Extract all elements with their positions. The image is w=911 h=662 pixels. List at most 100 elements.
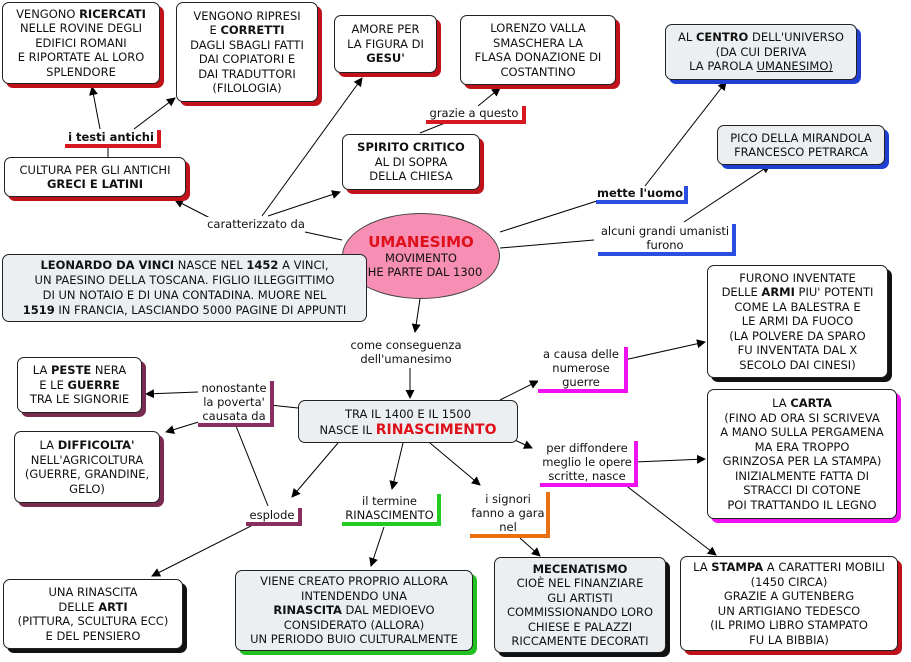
cultura-keyword: GRECI E LATINI <box>46 177 144 191</box>
leonardo-line2: UN PAESINO DELLA TOSCANA. FIGLIO ILLEGGI… <box>34 273 335 287</box>
edge-termine-creato <box>369 526 385 567</box>
creato-node[interactable]: VIENE CREATO PROPRIO ALLORA INTENDENDO U… <box>235 570 473 651</box>
armi-node[interactable]: FURONO INVENTATE DELLE ARMI PIU' POTENTI… <box>707 265 888 378</box>
edge-to-spirito <box>267 190 341 217</box>
stampa-line3: GRAZIE A GUTENBERG <box>723 589 855 603</box>
umanesimo-line2: CHE PARTE DAL 1300 <box>359 265 483 279</box>
label-causa-line3: guerre <box>562 375 600 389</box>
label-caratterizzato[interactable]: caratterizzato da <box>206 217 306 231</box>
label-causa-guerre[interactable]: a causa delle numerose guerre <box>538 347 628 393</box>
label-diffondere-line3: scritte, nasce <box>548 469 626 483</box>
creato-text: DAL MEDIOEVO <box>341 603 435 618</box>
ricercati-text: VENGONO <box>16 6 80 21</box>
difficolta-node[interactable]: LA DIFFICOLTA' NELL'AGRICOLTURA (GUERRE,… <box>14 431 160 503</box>
carta-line6: INIZIALMENTE FATTA DI <box>735 468 869 483</box>
edge-rin-causa <box>499 380 539 401</box>
stampa-node[interactable]: LA STAMPA A CARATTERI MOBILI (1450 CIRCA… <box>680 556 898 651</box>
corretti-line5: DAI TRADUTTORI <box>198 66 296 81</box>
label-signori[interactable]: i signori fanno a gara nel <box>470 492 550 538</box>
gesu-line2: LA FIGURA DI <box>347 36 424 51</box>
armi-line1: FURONO INVENTATE <box>739 270 856 285</box>
centro-text-3: LA PAROLA <box>689 59 757 74</box>
edge-nonostante-esplode <box>235 425 269 507</box>
carta-line7: STRACCI DI COTONE <box>743 483 861 497</box>
label-diffondere[interactable]: per diffondere meglio le opere scritte, … <box>540 441 638 487</box>
difficolta-line2: NELL'AGRICOLTURA <box>30 452 144 467</box>
spirito-node[interactable]: SPIRITO CRITICO AL DI SOPRA DELLA CHIESA <box>342 134 480 190</box>
label-esplode-text: esplode <box>249 508 295 522</box>
edge-center-grandi <box>499 239 595 249</box>
peste-line3: TRA LE SIGNORIE <box>29 392 130 407</box>
gesu-node[interactable]: AMORE PER LA FIGURA DI GESU' <box>334 15 437 73</box>
creato-line4: CONSIDERATO (ALLORA) <box>283 617 425 632</box>
label-conseguenza[interactable]: come conseguenza dell'umanesimo <box>348 338 464 366</box>
rinascimento-node[interactable]: TRA IL 1400 E IL 1500 NASCE IL RINASCIME… <box>298 400 518 443</box>
armi-text-1: DELLE <box>721 285 762 300</box>
armi-keyword: ARMI <box>761 285 795 300</box>
valla-node[interactable]: LORENZO VALLA SMASCHERA LA FLASA DONAZIO… <box>460 15 616 85</box>
label-testi-text: i testi antichi <box>68 130 154 144</box>
rinascimento-line1: TRA IL 1400 E IL 1500 <box>344 406 472 421</box>
carta-text: LA <box>772 396 791 410</box>
leonardo-text-2: A VINCI, <box>278 258 329 272</box>
stampa-text-1: LA <box>693 560 712 574</box>
spirito-keyword: SPIRITO CRITICO <box>357 140 465 155</box>
carta-node[interactable]: LA CARTA (FINO AD ORA SI SCRIVEVA A MANO… <box>707 389 897 519</box>
cultura-node[interactable]: CULTURA PER GLI ANTICHI GRECI E LATINI <box>4 157 186 197</box>
edge-rin-esplode <box>291 442 339 498</box>
label-nonostante-line1: nonostante <box>201 381 267 395</box>
label-causa-line2: numerose <box>552 361 610 375</box>
corretti-keyword: CORRETTI <box>220 23 285 37</box>
corretti-node[interactable]: VENGONO RIPRESI E CORRETTI DAGLI SBAGLI … <box>176 2 318 102</box>
label-esplode[interactable]: esplode <box>246 508 302 526</box>
gesu-line1: AMORE PER <box>351 22 420 37</box>
label-nonostante[interactable]: nonostante la poverta' causata da <box>198 381 274 427</box>
edge-to-ricercati <box>89 86 101 130</box>
carta-keyword: CARTA <box>790 396 832 410</box>
spirito-line2: AL DI SOPRA <box>374 154 448 169</box>
label-grazie-text: grazie a questo <box>429 106 519 120</box>
label-mette-uomo[interactable]: mette l'uomo <box>596 186 688 204</box>
peste-text-2: NERA <box>91 363 127 378</box>
ricercati-node[interactable]: VENGONO RICERCATI NELLE ROVINE DEGLI EDI… <box>2 2 160 84</box>
leonardo-node[interactable]: LEONARDO DA VINCI NASCE NEL 1452 A VINCI… <box>2 254 367 322</box>
label-termine-line1: il termine <box>362 494 417 508</box>
edge-center-conseguenza <box>411 298 421 333</box>
stampa-text-2: A CARATTERI MOBILI <box>763 560 885 574</box>
umanesimo-node[interactable]: UMANESIMO MOVIMENTO CHE PARTE DAL 1300 <box>342 213 500 299</box>
corretti-line4: DAI COPIATORI E <box>198 52 296 66</box>
ricercati-keyword: RICERCATI <box>79 6 146 21</box>
label-conseguenza-line2: dell'umanesimo <box>360 352 452 366</box>
stampa-line4: UN ARTIGIANO TEDESCO <box>717 603 861 618</box>
mecenatismo-node[interactable]: MECENATISMO CIOÈ NEL FINANZIARE GLI ARTI… <box>494 557 666 653</box>
label-signori-line3: nel <box>499 520 517 534</box>
creato-line1: VIENE CREATO PROPRIO ALLORA <box>260 574 448 589</box>
label-testi-antichi[interactable]: i testi antichi <box>65 130 161 148</box>
centro-node[interactable]: AL CENTRO DELL'UNIVERSO (DA CUI DERIVA L… <box>665 24 857 80</box>
rinascita-line1: UNA RINASCITA <box>48 585 138 599</box>
ricercati-line3: EDIFICI ROMANI <box>35 35 127 50</box>
stampa-keyword: STAMPA <box>711 560 764 574</box>
label-grandi-umanisti[interactable]: alcuni grandi umanisti furono <box>598 224 736 256</box>
edge-to-valla <box>477 87 501 107</box>
mecenatismo-line5: CHIESE E PALAZZI <box>527 619 633 634</box>
peste-node[interactable]: LA PESTE NERA E LE GUERRE TRA LE SIGNORI… <box>17 357 142 413</box>
rinascita-arti-node[interactable]: UNA RINASCITA DELLE ARTI (PITTURA, SCULT… <box>3 579 183 649</box>
armi-line3: COME LA BALESTRA E <box>734 299 861 314</box>
label-grazie[interactable]: grazie a questo <box>426 106 526 124</box>
rinascita-line4: E DEL PENSIERO <box>45 628 141 643</box>
leonardo-line3: DI UN NOTAIO E DI UNA CONTADINA. MUORE N… <box>42 288 327 302</box>
mecenatismo-line3: GLI ARTISTI <box>547 590 613 605</box>
pico-node[interactable]: PICO DELLA MIRANDOLA FRANCESCO PETRARCA <box>717 125 885 165</box>
guerre-keyword: GUERRE <box>67 377 120 392</box>
mecenatismo-line2: CIOÈ NEL FINANZIARE <box>516 576 644 590</box>
edge-to-gesu <box>261 77 363 217</box>
rinascita-keyword: RINASCITA <box>273 603 342 618</box>
edge-to-pico <box>683 164 771 223</box>
label-termine[interactable]: il termine RINASCIMENTO <box>342 494 441 526</box>
armi-line7: SECOLO DAI CINESI) <box>739 357 856 372</box>
armi-line4: LE ARMI DA FUOCO <box>741 314 854 329</box>
centro-keyword: CENTRO <box>695 30 749 45</box>
corretti-line1: VENGONO RIPRESI <box>193 8 301 23</box>
